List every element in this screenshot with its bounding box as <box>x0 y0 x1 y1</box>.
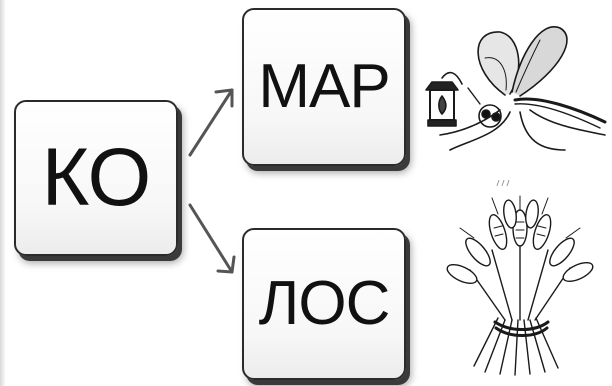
mosquito-with-lantern-icon <box>425 26 607 151</box>
wheat-sheaf-icon <box>446 195 594 376</box>
arrow-to-mar <box>188 88 234 157</box>
root-syllable-tile[interactable]: КО <box>14 100 178 256</box>
sketch-marks <box>496 179 510 187</box>
option-tile-los[interactable]: ЛОС <box>242 228 406 380</box>
option-tile-mar[interactable]: МАР <box>242 8 406 166</box>
option-text-mar: МАР <box>258 52 390 121</box>
page-edge-shadow <box>0 0 6 386</box>
arrow-to-los <box>188 203 236 274</box>
root-syllable-text: КО <box>41 132 152 223</box>
option-text-los: ЛОС <box>258 269 391 338</box>
